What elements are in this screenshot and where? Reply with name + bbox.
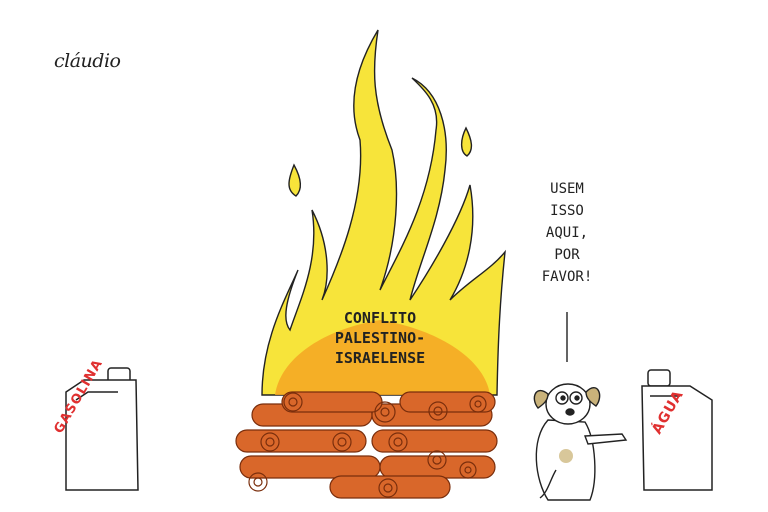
speech-line: POR — [554, 247, 580, 263]
gasoline-can — [65, 367, 139, 491]
water-can — [641, 369, 713, 491]
fire-label: CONFLITO PALESTINO- ISRAELENSE — [300, 308, 460, 368]
speech-line: AQUI, — [545, 225, 589, 241]
artist-signature: cláudio — [54, 50, 121, 72]
dog-speech-text: USEM ISSO AQUI, POR FAVOR! — [522, 178, 612, 288]
dog-illustration — [533, 383, 628, 501]
speech-line: FAVOR! — [541, 269, 593, 285]
speech-line: ISSO — [550, 203, 584, 219]
fire-label-line: PALESTINO- — [334, 329, 426, 347]
firewood-logs — [235, 391, 498, 499]
fire-label-line: CONFLITO — [343, 309, 417, 327]
speech-line: USEM — [550, 181, 584, 197]
bonfire-flames — [261, 29, 506, 396]
fire-label-line: ISRAELENSE — [334, 349, 426, 367]
